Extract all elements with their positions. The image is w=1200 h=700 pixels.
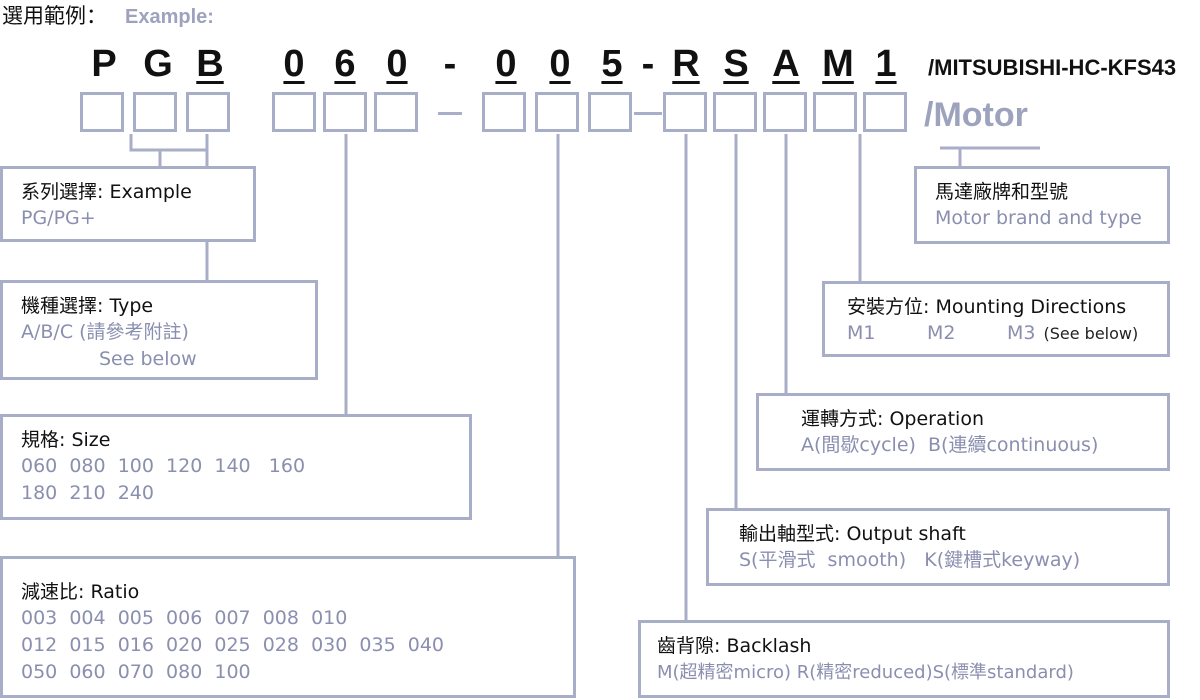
slot-3: [186, 92, 230, 132]
box-operation: 運轉方式: Operation A(間歇cycle) B(連續continuou…: [756, 393, 1170, 471]
box-mounting: 安裝方位: Mounting Directions M1 M2 M3 (See …: [822, 281, 1170, 357]
box-series-title: 系列選擇: Example: [21, 181, 192, 203]
page-title: 選用範例： Example:: [2, 0, 214, 30]
box-type-value-1: A/B/C (請參考附註): [21, 321, 189, 343]
box-series: 系列選擇: Example PG/PG+: [0, 166, 256, 242]
code-char-size-2: 6: [334, 43, 356, 85]
code-char-dash-1: -: [443, 43, 457, 85]
mounting-m3: M3: [1007, 322, 1036, 344]
mounting-m2: M2: [927, 322, 956, 344]
connector-series: [129, 134, 209, 166]
code-char-p: P: [91, 43, 117, 85]
box-operation-value: A(間歇cycle) B(連續continuous): [801, 434, 1099, 456]
box-ratio-title: 減速比: Ratio: [21, 581, 140, 603]
code-char-s: S: [723, 43, 749, 85]
slot-11: [713, 92, 757, 132]
slot-13: [813, 92, 857, 132]
box-type: 機種選擇: Type A/B/C (請參考附註) See below: [0, 280, 318, 380]
box-motor: 馬達廠牌和型號 Motor brand and type: [914, 166, 1170, 244]
box-type-title: 機種選擇: Type: [21, 295, 154, 317]
slot-6: [374, 92, 418, 132]
slot-9: [588, 92, 632, 132]
slot-7: [482, 92, 526, 132]
box-series-value: PG/PG+: [21, 207, 96, 229]
motor-code: /MITSUBISHI-HC-KFS43: [928, 55, 1177, 80]
box-size-value-2: 180 210 240: [21, 482, 154, 504]
code-char-a: A: [772, 43, 800, 85]
box-motor-title: 馬達廠牌和型號: [935, 181, 1069, 203]
box-size: 規格: Size 060 080 100 120 140 160 180 210…: [0, 414, 472, 520]
box-operation-title: 運轉方式: Operation: [801, 408, 984, 430]
box-size-title: 規格: Size: [21, 429, 111, 451]
code-char-ratio-1: 0: [495, 43, 517, 85]
code-char-b: B: [196, 43, 224, 85]
box-ratio-value-2: 012 015 016 020 025 028 030 035 040: [21, 634, 445, 656]
slot-dash-1: [438, 112, 462, 115]
box-motor-value: Motor brand and type: [935, 207, 1142, 229]
slot-5: [323, 92, 367, 132]
mounting-note: (See below): [1043, 324, 1139, 343]
box-backlash: 齒背隙: Backlash M(超精密micro) R(精密reduced)S(…: [638, 620, 1170, 698]
box-shaft-value: S(平滑式 smooth) K(鍵槽式keyway): [739, 549, 1081, 571]
code-char-dash-2: -: [641, 43, 655, 85]
slot-4: [272, 92, 316, 132]
box-mounting-title: 安裝方位: Mounting Directions: [847, 296, 1127, 318]
box-backlash-value: M(超精密micro) R(精密reduced)S(標準standard): [657, 662, 1074, 683]
slot-dash-2: [634, 112, 662, 115]
code-char-size-3: 0: [386, 43, 408, 85]
box-shaft: 輸出軸型式: Output shaft S(平滑式 smooth) K(鍵槽式k…: [706, 508, 1170, 586]
box-backlash-title: 齒背隙: Backlash: [657, 635, 812, 657]
connector-motor: [940, 146, 1040, 166]
code-char-ratio-2: 0: [549, 43, 571, 85]
box-shaft-title: 輸出軸型式: Output shaft: [739, 523, 966, 545]
slot-8: [535, 92, 579, 132]
slot-14: [863, 92, 907, 132]
slot-2: [133, 92, 177, 132]
code-char-1: 1: [875, 43, 897, 85]
slot-1: [80, 92, 124, 132]
box-ratio-value-3: 050 060 070 080 100: [21, 661, 251, 683]
code-char-g: G: [143, 43, 173, 85]
page-title-text: 選用範例：: [2, 4, 107, 28]
code-char-ratio-3: 5: [601, 43, 623, 85]
code-char-r: R: [672, 43, 700, 85]
box-ratio-value-1: 003 004 005 006 007 008 010: [21, 607, 348, 629]
box-mounting-values: M1 M2 M3 (See below): [847, 320, 1167, 347]
motor-label: /Motor: [924, 96, 1028, 134]
box-type-value-2: See below: [99, 348, 197, 370]
example-label: Example:: [125, 6, 214, 28]
box-size-value-1: 060 080 100 120 140 160: [21, 455, 306, 477]
slot-12: [763, 92, 807, 132]
mounting-m1: M1: [847, 322, 876, 344]
code-char-size-1: 0: [283, 43, 305, 85]
code-char-m: M: [822, 43, 854, 85]
slot-10: [663, 92, 707, 132]
box-ratio: 減速比: Ratio 003 004 005 006 007 008 010 0…: [0, 556, 576, 698]
